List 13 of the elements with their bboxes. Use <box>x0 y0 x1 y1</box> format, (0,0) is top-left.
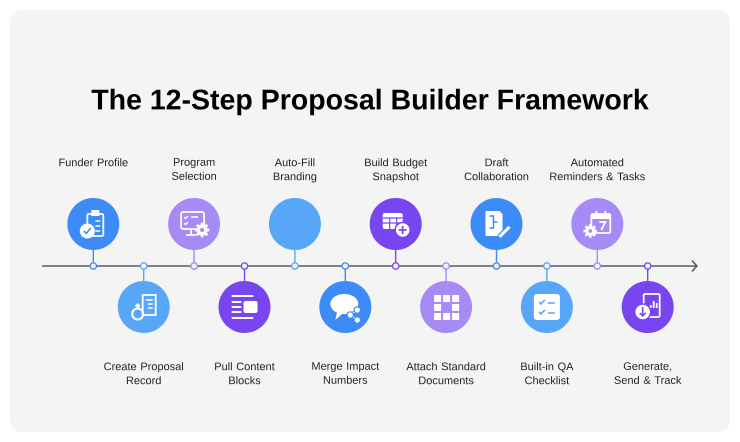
step-label: Build Budget Snapshot <box>365 158 428 182</box>
step-label: Built-in QA Checklist <box>521 362 574 384</box>
step-label: Auto-Fill Branding <box>274 158 316 182</box>
step-label: Attach Standard Documents <box>406 362 486 384</box>
step-label: Draft Collaboration <box>464 158 528 180</box>
step-label: Funder Profile <box>59 158 128 166</box>
step-label: Pull Content Blocks <box>215 362 275 384</box>
title: The 12-Step Proposal Builder Framework <box>92 88 649 116</box>
step-label: Merge Impact Numbers <box>312 362 380 384</box>
step-label: Generate, Send & Track <box>614 362 682 384</box>
step-label: Automated Reminders & Tasks <box>550 158 645 180</box>
step-label: Create Proposal Record <box>104 362 183 384</box>
step-label: Program Selection <box>172 158 216 180</box>
